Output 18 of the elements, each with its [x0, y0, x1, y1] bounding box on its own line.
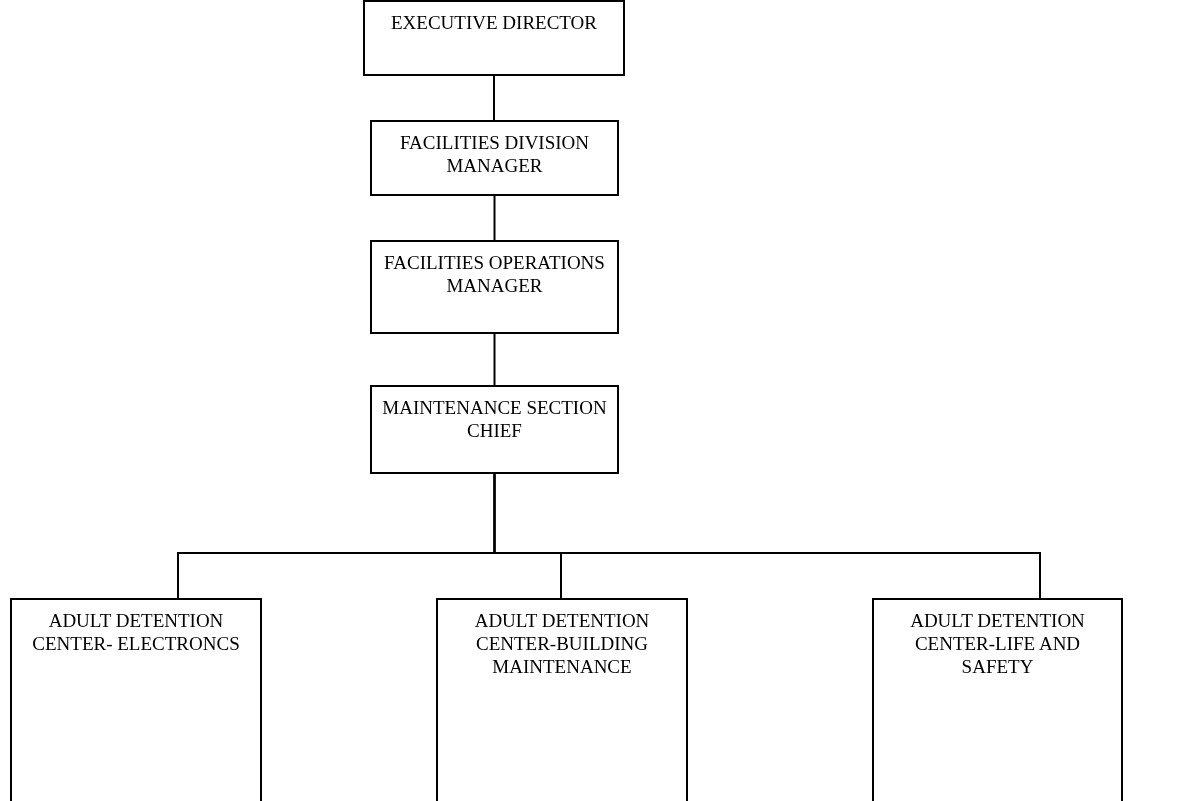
connector-line — [493, 75, 495, 121]
org-box — [872, 598, 1123, 801]
org-box — [370, 240, 619, 334]
role-title: FACILITIES OPERATIONS MANAGER — [383, 251, 606, 297]
connector-line — [493, 195, 496, 241]
connector-line — [493, 473, 1041, 599]
org-box — [370, 120, 619, 196]
role-title: ADULT DETENTION CENTER-BUILDING MAINTENANCE — [473, 609, 651, 678]
role-title: MAINTENANCE SECTION CHIEF — [381, 396, 608, 442]
role-title: FACILITIES DIVISION MANAGER — [398, 131, 591, 177]
role-title: ADULT DETENTION CENTER- ELECTRONCS — [31, 609, 241, 655]
role-title: ADULT DETENTION CENTER-LIFE AND SAFETY — [909, 609, 1086, 678]
org-box — [10, 598, 262, 801]
org-box — [436, 598, 688, 801]
org-box — [370, 385, 619, 474]
connector-line — [493, 333, 496, 386]
role-title: EXECUTIVE DIRECTOR — [390, 11, 598, 34]
org-box — [363, 0, 625, 76]
